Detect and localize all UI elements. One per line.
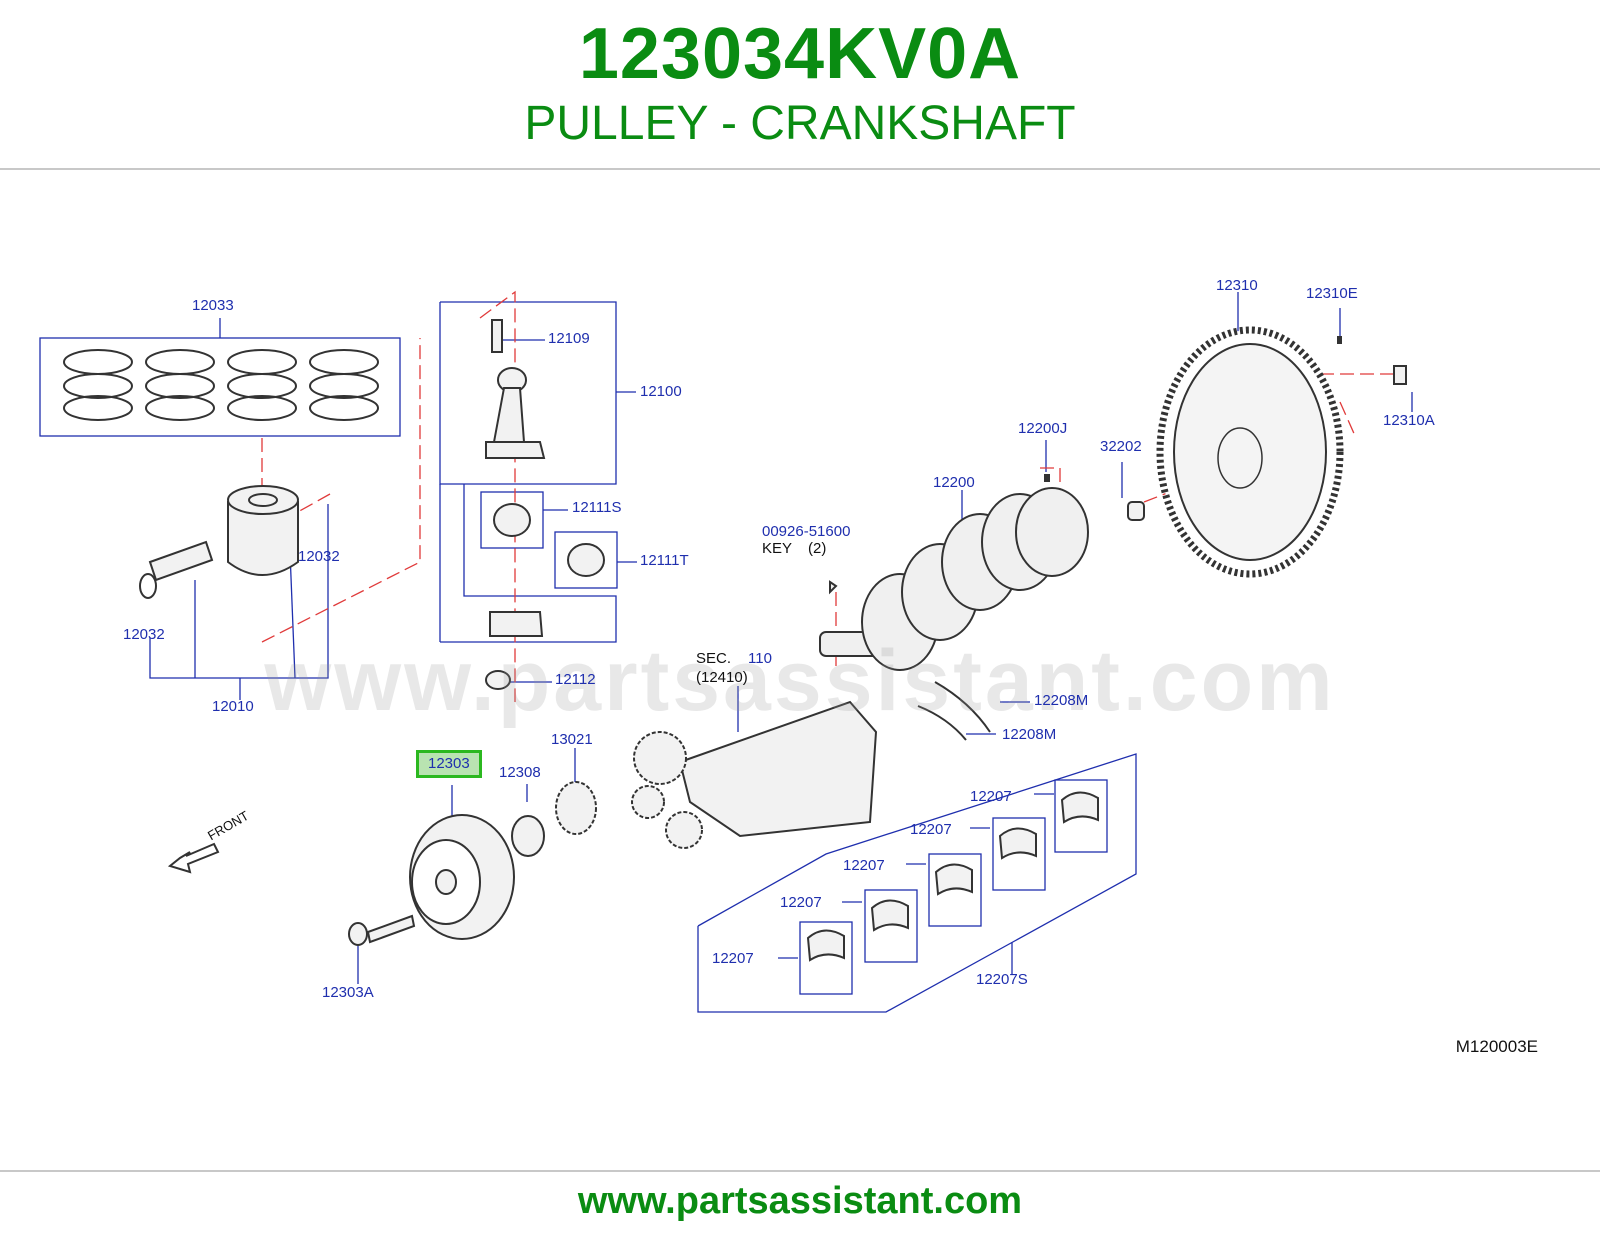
callout-12310[interactable]: 12310 <box>1216 277 1258 294</box>
callout-12310e[interactable]: 12310E <box>1306 285 1358 302</box>
callout-12109[interactable]: 12109 <box>548 330 590 347</box>
section-label: SEC. <box>696 650 732 667</box>
callout-12111t[interactable]: 12111T <box>640 552 689 569</box>
key-label: KEY <box>762 540 793 557</box>
callout-12111s[interactable]: 12111S <box>572 499 622 516</box>
callout-12010[interactable]: 12010 <box>212 698 254 715</box>
callout-12200[interactable]: 12200 <box>933 474 975 491</box>
callout-32202[interactable]: 32202 <box>1100 438 1142 455</box>
callout-12303-highlighted[interactable]: 12303 <box>416 750 482 778</box>
callout-12207-1[interactable]: 12207 <box>970 788 1012 805</box>
watermark: www.partsassistant.com <box>264 633 1336 729</box>
callout-12207-4[interactable]: 12207 <box>780 894 822 911</box>
crankshaft-drawing <box>819 487 1089 671</box>
callout-12207-2[interactable]: 12207 <box>910 821 952 838</box>
section-reference: (12410) <box>696 669 748 686</box>
flywheel-drawing <box>1044 326 1407 578</box>
diagram-drawing <box>39 290 1413 1013</box>
callout-12033[interactable]: 12033 <box>192 297 234 314</box>
callout-12303a[interactable]: 12303A <box>322 984 374 1001</box>
bottom-divider <box>0 1170 1600 1172</box>
top-divider <box>0 168 1600 170</box>
section-number-link[interactable]: 110 <box>748 650 772 667</box>
piston-drawing <box>139 485 299 599</box>
callout-12207-5[interactable]: 12207 <box>712 950 754 967</box>
callout-13021[interactable]: 13021 <box>551 731 593 748</box>
part-name-subtitle: PULLEY - CRANKSHAFT <box>524 97 1076 150</box>
callout-12208m-upper[interactable]: 12208M <box>1034 692 1089 709</box>
callout-12032-lower[interactable]: 12032 <box>123 626 165 643</box>
callout-12200j[interactable]: 12200J <box>1018 420 1068 437</box>
callout-12308[interactable]: 12308 <box>499 764 541 781</box>
callout-12310a[interactable]: 12310A <box>1383 412 1435 429</box>
diagram-reference-code: M120003E <box>1455 1037 1538 1056</box>
piston-rings-drawing <box>63 349 379 421</box>
part-number-title: 123034KV0A <box>578 14 1022 94</box>
callout-12207s[interactable]: 12207S <box>976 971 1028 988</box>
callout-12208m-lower[interactable]: 12208M <box>1002 726 1057 743</box>
parts-diagram: www.partsassistant.com 12033 12109 12100… <box>0 262 1600 1082</box>
callout-12100[interactable]: 12100 <box>640 383 682 400</box>
callout-12032-upper[interactable]: 12032 <box>298 548 340 565</box>
footer-url-link[interactable]: www.partsassistant.com <box>577 1180 1023 1222</box>
callout-12112[interactable]: 12112 <box>555 671 596 688</box>
callout-12207-3[interactable]: 12207 <box>843 857 885 874</box>
callout-leaders <box>39 292 1413 1013</box>
bearing-shells-drawing <box>806 791 1099 962</box>
connecting-rod-drawing <box>485 319 605 690</box>
callout-00926-51600[interactable]: 00926-51600 <box>762 523 851 540</box>
page-header: 123034KV0A PULLEY - CRANKSHAFT <box>0 0 1600 170</box>
key-quantity: (2) <box>808 540 827 557</box>
oil-pump-drawing <box>631 681 991 849</box>
pulley-assembly-drawing <box>167 781 597 946</box>
